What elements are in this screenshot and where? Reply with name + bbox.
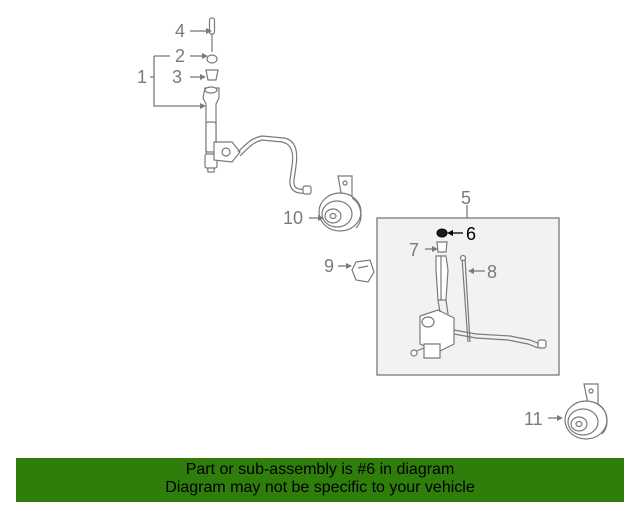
callout-4: 4 bbox=[175, 21, 185, 41]
callout-3: 3 bbox=[172, 67, 182, 87]
banner-line-2: Diagram may not be specific to your vehi… bbox=[165, 479, 475, 496]
callout-7: 7 bbox=[409, 240, 419, 260]
callout-11: 11 bbox=[524, 409, 543, 429]
callout-9: 9 bbox=[324, 256, 334, 276]
callout-2: 2 bbox=[175, 46, 185, 66]
leader-lines bbox=[150, 28, 563, 421]
horn-10 bbox=[318, 175, 362, 232]
callout-6-highlighted[interactable]: 6 bbox=[466, 224, 476, 244]
callout-10: 10 bbox=[283, 208, 303, 228]
info-banner: Part or sub-assembly is #6 in diagram Di… bbox=[16, 458, 624, 502]
callout-1: 1 bbox=[137, 67, 147, 87]
callout-8: 8 bbox=[487, 262, 497, 282]
banner-line-1: Part or sub-assembly is #6 in diagram bbox=[185, 461, 455, 478]
callout-5: 5 bbox=[461, 188, 471, 208]
horn-11 bbox=[564, 383, 608, 440]
clip-9 bbox=[351, 259, 375, 283]
antenna-assembly-box bbox=[376, 217, 560, 376]
antenna-mast-assembly bbox=[202, 17, 312, 195]
